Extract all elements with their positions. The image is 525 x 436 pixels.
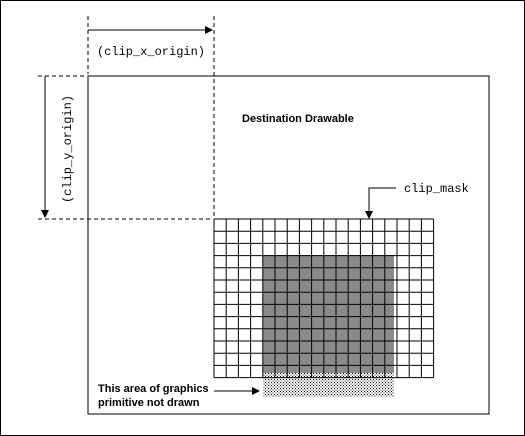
not-drawn-label-line1: This area of graphics xyxy=(98,383,209,395)
clip-mask-label: clip_mask xyxy=(404,182,469,196)
clip-x-origin-label: (clip_x_origin) xyxy=(97,45,205,59)
clip-mask-leader-arrowhead xyxy=(365,211,373,219)
destination-drawable-rect xyxy=(87,75,490,415)
clip-mask-grid xyxy=(213,218,435,379)
not-drawn-label-line2: primitive not drawn xyxy=(98,397,200,409)
destination-drawable-label: Destination Drawable xyxy=(242,113,354,125)
clip-y-origin-label: (clip_y_origin) xyxy=(61,95,75,203)
clip-mask-leader xyxy=(368,187,396,217)
graphics-primitive-shaded xyxy=(263,255,394,373)
graphics-primitive-not-drawn xyxy=(263,373,394,397)
